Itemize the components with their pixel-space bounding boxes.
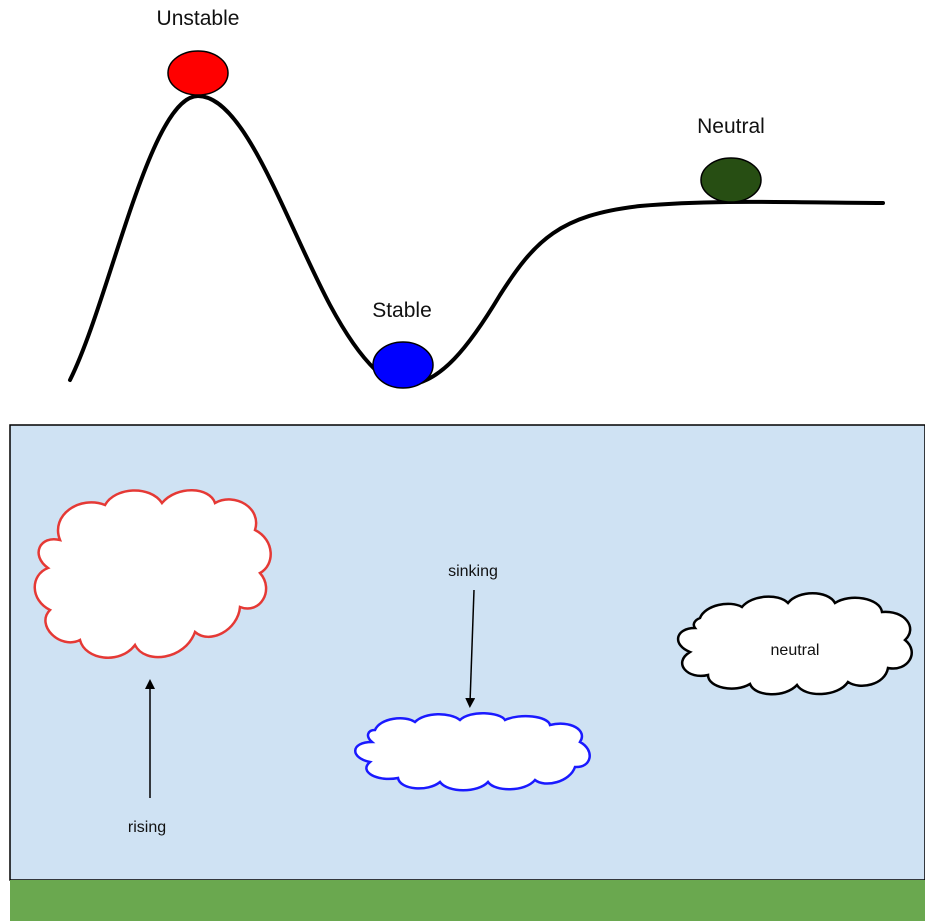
ground bbox=[10, 880, 925, 921]
cloud-panel: neutral rising sinking bbox=[9, 424, 925, 921]
rising-cloud-icon bbox=[33, 489, 272, 659]
sinking-arrow-icon bbox=[465, 589, 476, 708]
sinking-label: sinking bbox=[448, 563, 498, 580]
neutral-ball-icon bbox=[700, 157, 762, 203]
rising-label: rising bbox=[128, 819, 166, 836]
stable-ball-icon bbox=[372, 341, 434, 389]
stability-curve bbox=[68, 93, 885, 388]
neutral-cloud-label: neutral bbox=[771, 642, 820, 659]
unstable-ball-icon bbox=[167, 50, 229, 96]
neutral-label: Neutral bbox=[697, 115, 765, 138]
stable-label: Stable bbox=[372, 299, 432, 322]
stability-curve-panel: Unstable Stable Neutral bbox=[68, 7, 885, 389]
sinking-cloud-icon bbox=[354, 712, 591, 792]
neutral-cloud-icon bbox=[677, 592, 913, 696]
unstable-label: Unstable bbox=[157, 7, 240, 30]
